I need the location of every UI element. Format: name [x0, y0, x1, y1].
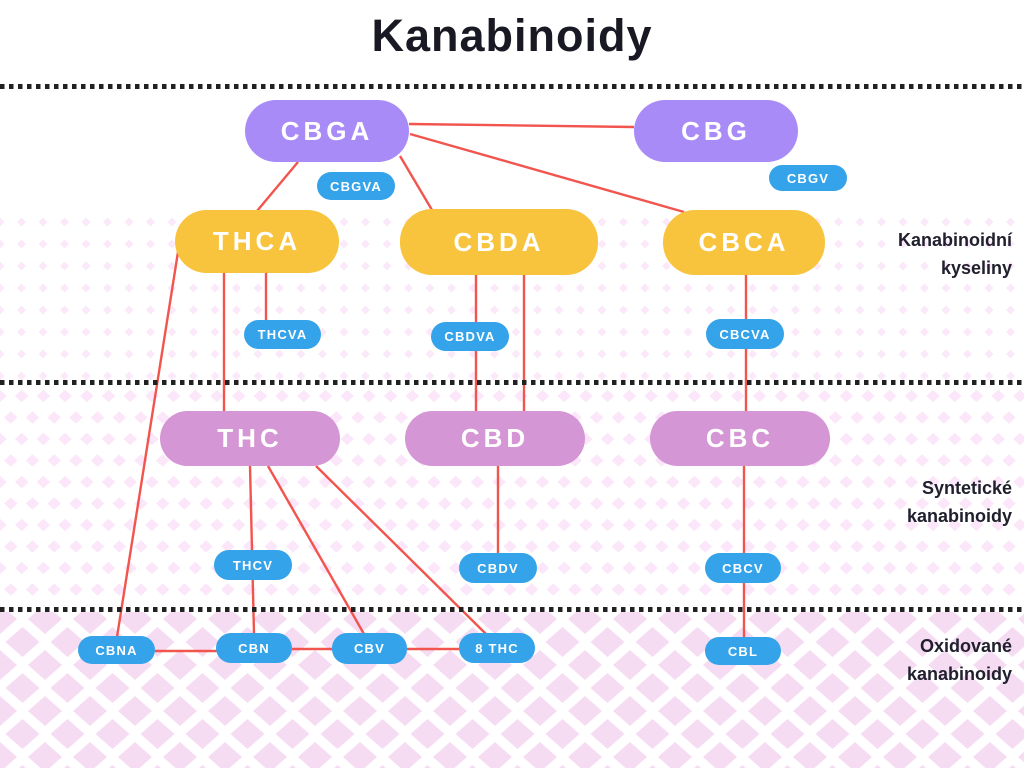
node-thca: THCA: [175, 210, 339, 273]
separator-dotted-middle: [0, 380, 1024, 385]
node-cbv: CBV: [332, 633, 407, 664]
node-cbl: CBL: [705, 637, 781, 665]
section-label-line: kanabinoidy: [906, 664, 1012, 684]
node-cbdva: CBDVA: [431, 322, 509, 351]
node-cbna: CBNA: [78, 636, 155, 664]
section-label-synthetic: Syntetické kanabinoidy: [842, 474, 1012, 530]
node-cbda: CBDA: [400, 209, 598, 275]
section-label-line: kanabinoidy: [906, 506, 1012, 526]
node-cbg: CBG: [634, 100, 798, 162]
node-thcva: THCVA: [244, 320, 321, 349]
node-cbcv: CBCV: [705, 553, 781, 583]
node-8thc: 8 THC: [459, 633, 535, 663]
node-cbn: CBN: [216, 633, 292, 663]
section-label-acids: Kanabinoidní kyseliny: [842, 226, 1012, 282]
section-label-oxidized: Oxidované kanabinoidy: [842, 632, 1012, 688]
node-cbgv: CBGV: [769, 165, 847, 191]
node-cbga: CBGA: [245, 100, 409, 162]
edge-cbga-cbda: [398, 155, 434, 211]
node-cbgva: CBGVA: [317, 172, 395, 200]
section-label-line: Kanabinoidní: [898, 230, 1012, 250]
separator-dotted-top: [0, 84, 1024, 89]
node-thc: THC: [160, 411, 340, 466]
separator-dotted-bottom: [0, 607, 1024, 612]
node-cbcva: CBCVA: [706, 319, 784, 349]
section-label-line: Syntetické: [921, 478, 1012, 498]
section-label-line: kyseliny: [940, 258, 1012, 278]
edge-cbga-cbca: [409, 132, 685, 214]
node-cbdv: CBDV: [459, 553, 537, 583]
node-thcv: THCV: [214, 550, 292, 580]
node-cbca: CBCA: [663, 210, 825, 275]
section-label-line: Oxidované: [919, 636, 1012, 656]
node-cbd: CBD: [405, 411, 585, 466]
edge-cbga-cbg: [408, 122, 635, 129]
node-cbc: CBC: [650, 411, 830, 466]
page-title: Kanabinoidy: [371, 10, 653, 61]
edge-cbga-thca: [256, 161, 299, 212]
